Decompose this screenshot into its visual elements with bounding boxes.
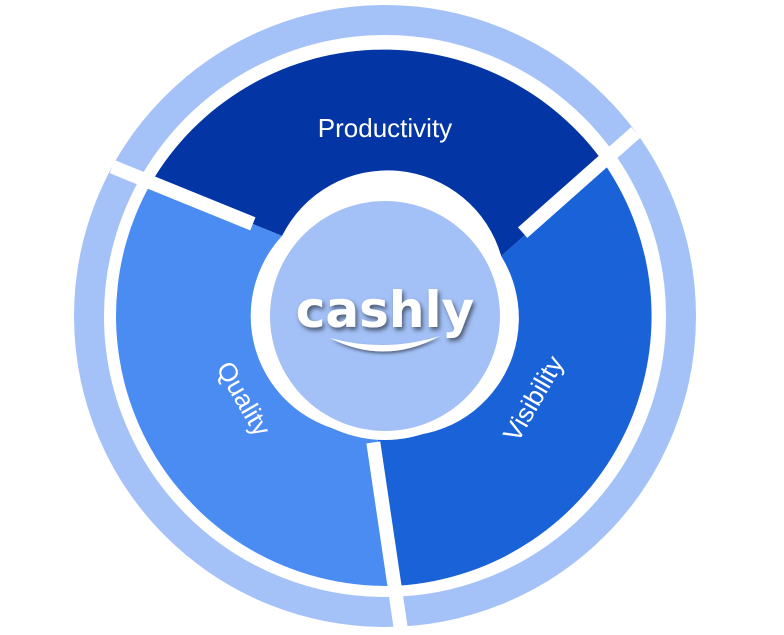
outer-ring [74, 5, 696, 627]
segment-productivity [151, 49, 605, 257]
segment-visibility [376, 164, 652, 586]
segment-separators [109, 127, 641, 635]
smile-swoosh-icon [330, 336, 440, 352]
center-disc [270, 201, 500, 431]
cashly-logo: cashly [296, 281, 474, 339]
label-productivity: Productivity [318, 113, 452, 143]
segment-quality [116, 182, 400, 586]
